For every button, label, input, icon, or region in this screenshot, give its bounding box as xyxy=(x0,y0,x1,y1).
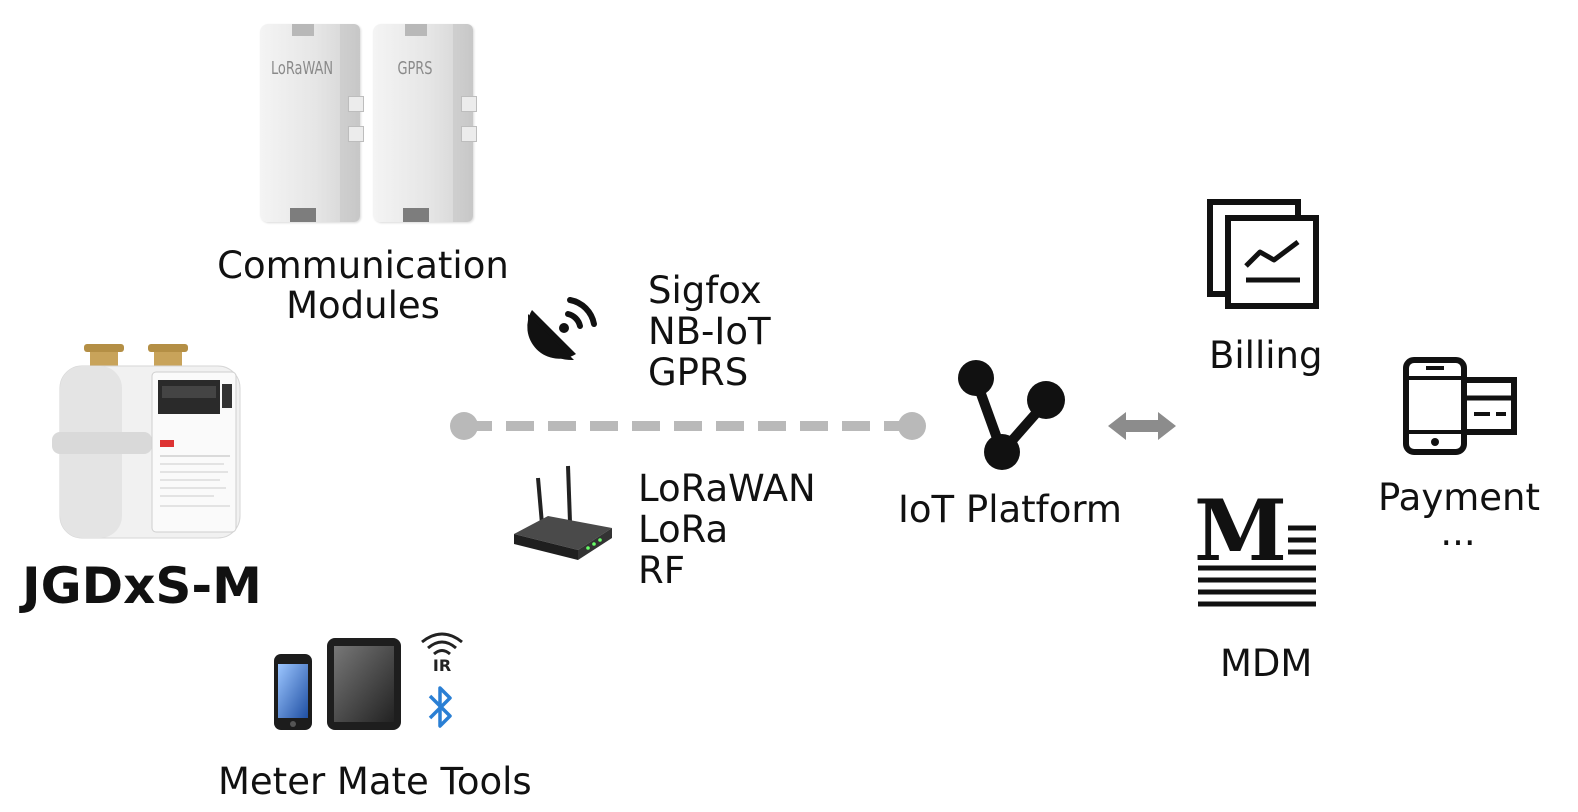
bluetooth-icon xyxy=(428,686,452,728)
billing-icon xyxy=(1207,199,1319,309)
gateway-router-image xyxy=(514,465,612,560)
mdm-logo-letter: M xyxy=(1194,486,1287,580)
billing-label: Billing xyxy=(1209,334,1323,377)
protocol-item: LoRa xyxy=(638,508,729,551)
tablet-image xyxy=(327,638,401,730)
protocol-item: GPRS xyxy=(648,351,749,394)
gprs-module-image: GPRS xyxy=(373,24,477,222)
ir-label: IR xyxy=(433,656,451,674)
mdm-icon: M xyxy=(1194,486,1316,607)
gas-meter-image xyxy=(52,344,241,539)
connection-line xyxy=(450,412,926,440)
bidirectional-arrow-icon xyxy=(1108,412,1176,440)
payment-more: ... xyxy=(1440,511,1476,554)
lorawan-module-image: LoRaWAN xyxy=(260,24,364,222)
mdm-label: MDM xyxy=(1220,642,1313,685)
gateway-protocol-list: LoRaWAN LoRa RF xyxy=(638,468,816,591)
payment-icon xyxy=(1403,357,1517,455)
protocol-item: Sigfox xyxy=(648,269,762,312)
gprs-module-label: GPRS xyxy=(397,58,433,79)
protocol-item: RF xyxy=(638,549,685,592)
satellite-dish-icon xyxy=(527,297,597,361)
lorawan-module-label: LoRaWAN xyxy=(270,58,334,79)
payment-label: Payment xyxy=(1378,476,1540,519)
iot-platform-icon xyxy=(958,360,1065,470)
satellite-protocol-list: Sigfox NB-IoT GPRS xyxy=(648,270,771,393)
infrared-icon: IR xyxy=(421,632,463,674)
meter-mate-tools-caption: Meter Mate Tools xyxy=(218,760,532,803)
payment-caption: Payment ... xyxy=(1378,476,1540,554)
iot-platform-label: IoT Platform xyxy=(898,488,1122,531)
communication-modules-caption: Communication Modules xyxy=(217,244,509,327)
smartphone-image xyxy=(274,654,312,730)
protocol-item: LoRaWAN xyxy=(638,467,816,510)
meter-model-name: JGDxS-M xyxy=(22,557,262,615)
protocol-item: NB-IoT xyxy=(648,310,771,353)
